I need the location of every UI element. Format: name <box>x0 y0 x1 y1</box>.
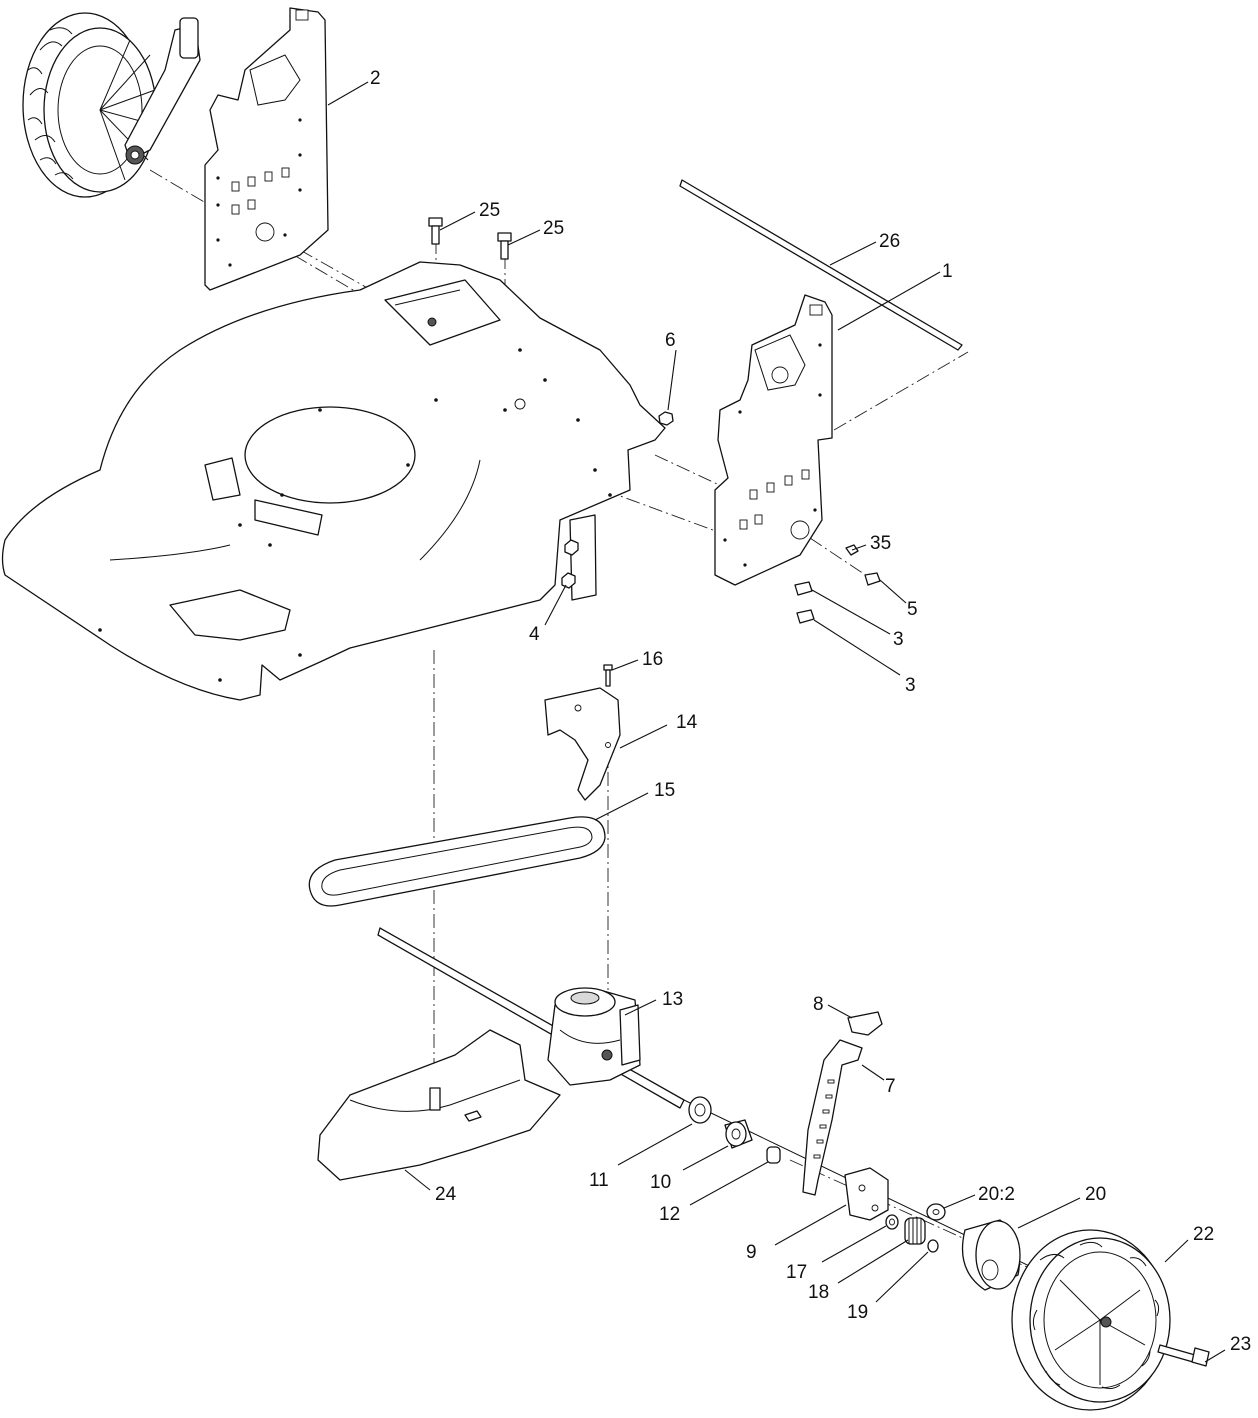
callout-3-a: 3 <box>893 629 904 650</box>
bolt-16 <box>603 664 613 687</box>
belt-guide-bracket-14 <box>544 687 621 801</box>
bolt-25-a <box>428 217 443 245</box>
leader-lines <box>327 81 1226 1363</box>
callout-10: 10 <box>650 1172 671 1193</box>
bolt-3-a <box>794 581 813 596</box>
callout-9: 9 <box>746 1242 757 1263</box>
shield-24 <box>317 1029 561 1181</box>
bushing-11 <box>688 1096 712 1124</box>
callout-13: 13 <box>662 989 683 1010</box>
callout-8: 8 <box>813 994 824 1015</box>
washer-19 <box>927 1239 939 1253</box>
callout-5: 5 <box>907 599 918 620</box>
pinion-gear-18 <box>904 1217 926 1245</box>
bolt-3-b <box>796 609 815 624</box>
callout-25-b: 25 <box>543 218 564 239</box>
mower-deck <box>1 261 666 701</box>
washer-17 <box>885 1214 899 1230</box>
callout-12: 12 <box>659 1204 680 1225</box>
callout-7: 7 <box>885 1076 896 1097</box>
callout-25-a: 25 <box>479 200 500 221</box>
bolt-25-b <box>497 232 512 260</box>
callout-19: 19 <box>847 1302 868 1323</box>
callout-3-b: 3 <box>905 675 916 696</box>
height-adjust-plate-1 <box>714 294 833 586</box>
bolt-23 <box>1157 1344 1210 1367</box>
callout-24: 24 <box>435 1184 457 1205</box>
callout-18: 18 <box>808 1282 829 1303</box>
callout-17: 17 <box>786 1262 807 1283</box>
callout-35: 35 <box>870 533 891 554</box>
wheel-gear-20 <box>961 1219 1021 1291</box>
callout-22: 22 <box>1193 1224 1214 1245</box>
callout-labels: 2 25 25 26 1 6 35 5 3 3 4 16 14 15 13 8 … <box>370 68 1251 1355</box>
rod-26 <box>679 179 963 351</box>
callout-11: 11 <box>589 1170 609 1191</box>
callout-20: 20 <box>1085 1184 1106 1205</box>
bolt-5 <box>864 572 881 586</box>
callout-20-2: 20:2 <box>978 1184 1015 1205</box>
nut-6 <box>658 411 674 426</box>
bearing-10 <box>724 1119 753 1149</box>
height-adjust-plate-2 <box>204 7 329 291</box>
callout-4: 4 <box>529 624 540 645</box>
callout-16: 16 <box>642 649 663 670</box>
rear-wheel-left <box>22 12 201 198</box>
pivot-plate-9 <box>844 1167 889 1221</box>
drive-belt-15 <box>308 816 606 907</box>
knob-8 <box>847 1011 883 1036</box>
callout-23: 23 <box>1230 1334 1251 1355</box>
washer-20-2 <box>926 1203 946 1221</box>
callout-15: 15 <box>654 780 675 801</box>
wheel-22 <box>1011 1229 1171 1411</box>
transmission-13 <box>547 987 641 1086</box>
spacer-12 <box>766 1146 781 1164</box>
callout-2: 2 <box>370 68 381 89</box>
callout-26: 26 <box>879 231 900 252</box>
callout-1: 1 <box>942 261 953 282</box>
callout-6: 6 <box>665 330 676 351</box>
height-lever-7 <box>802 1039 863 1196</box>
callout-14: 14 <box>676 712 698 733</box>
